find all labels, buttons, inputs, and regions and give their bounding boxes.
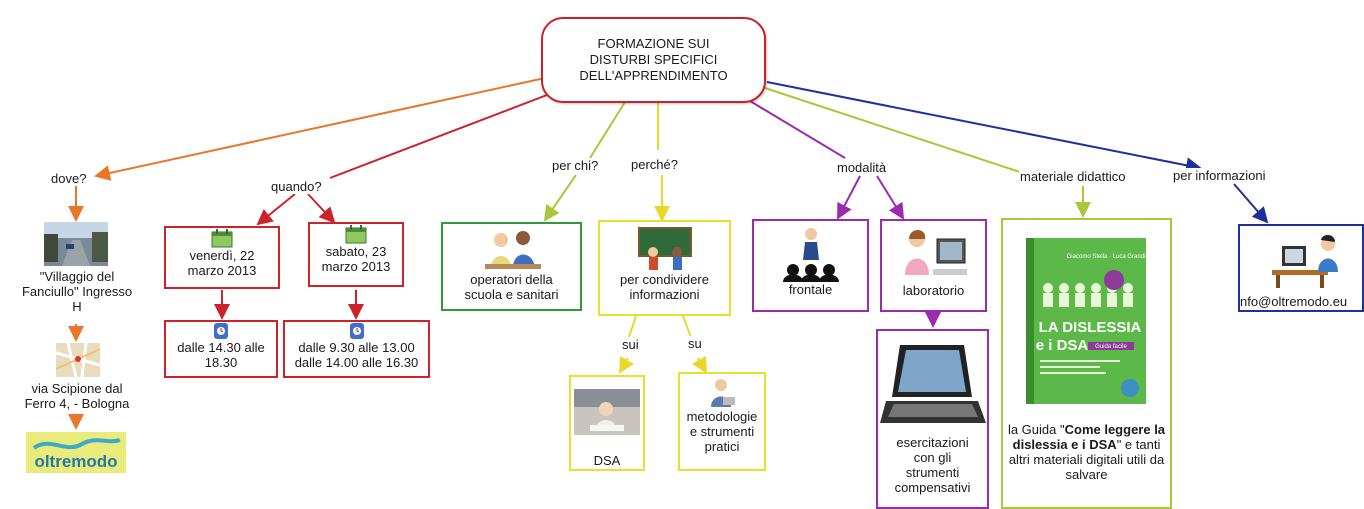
time-saturday-box: dalle 9.30 alle 13.00 dalle 14.00 alle 1… — [283, 320, 430, 378]
calendar-icon — [345, 225, 367, 244]
laptop-icon — [879, 345, 986, 423]
branch-dove: dove? — [50, 171, 88, 186]
perche-box: per condividere informazioni — [598, 220, 731, 316]
email-label: nfo@oltremodo.eu — [1240, 294, 1348, 309]
per-chi-box: operatori della scuola e sanitari — [441, 222, 582, 311]
time2-line-2: dalle 14.00 alle 16.30 — [294, 355, 419, 370]
date2-line-2: marzo 2013 — [321, 259, 391, 274]
guide-post: " e tanti altri materiali digitali utili… — [1008, 437, 1165, 482]
dsa-box: DSA — [569, 375, 645, 471]
esercitazioni-line-1: esercitazioni — [896, 435, 969, 450]
dsa-label: DSA — [593, 453, 621, 468]
info-box: nfo@oltremodo.eu — [1238, 224, 1364, 312]
address-line-2: Ferro 4, - Bologna — [24, 396, 130, 411]
perche-line-2: informazioni — [629, 287, 700, 302]
laboratorio-box: laboratorio — [880, 219, 987, 312]
per-chi-line-1: operatori della — [470, 272, 553, 287]
address-line-1: via Scipione dal — [31, 381, 123, 396]
esercitazioni-line-2: con gli — [913, 450, 952, 465]
esercitazioni-line-3: strumenti — [905, 465, 960, 480]
metodologie-line-3: pratici — [704, 439, 740, 454]
date-friday-box: venerdì, 22 marzo 2013 — [164, 226, 280, 289]
branch-info: per informazioni — [1172, 168, 1267, 183]
street-photo — [44, 222, 108, 266]
metodologie-line-1: metodologie — [686, 409, 758, 424]
root-topic: FORMAZIONE SUI DISTURBI SPECIFICI DELL'A… — [541, 17, 766, 103]
computer-user-illustration — [904, 230, 967, 275]
frontale-label: frontale — [788, 282, 833, 297]
root-line-1: FORMAZIONE SUI — [597, 36, 710, 51]
time1-line-2: 18.30 — [204, 355, 238, 370]
date1-line-2: marzo 2013 — [187, 263, 257, 278]
office-worker-illustration — [1272, 234, 1338, 288]
root-line-3: DELL'APPRENDIMENTO — [579, 68, 728, 83]
materiale-box: Giacomo Stella · Luca Grandi LA DISLESSI… — [1001, 218, 1172, 509]
branch-perche: perché? — [630, 157, 679, 172]
logo-text: oltremodo — [34, 452, 117, 471]
student-icon — [711, 379, 735, 407]
esercitazioni-box: esercitazioni con gli strumenti compensa… — [876, 329, 989, 509]
clock-icon — [214, 323, 228, 339]
date2-line-1: sabato, 23 — [325, 244, 387, 259]
frontale-box: frontale — [752, 219, 869, 312]
book-badge: Guida facile — [1095, 344, 1127, 350]
clock-icon — [349, 323, 364, 339]
metodologie-box: metodologie e strumenti pratici — [678, 372, 766, 471]
address-text: via Scipione dal Ferro 4, - Bologna — [14, 381, 140, 411]
metodologie-line-2: e strumenti — [689, 424, 755, 439]
place-text: "Villaggio del Fanciullo" Ingresso H — [18, 269, 136, 314]
root-line-2: DISTURBI SPECIFICI — [589, 52, 718, 67]
guide-bold: Come leggere la dislessia e i DSA — [1012, 422, 1166, 452]
teachers-illustration — [484, 231, 541, 269]
branch-quando: quando? — [270, 179, 323, 194]
book-title-line-1: LA DISLESSIA — [1038, 319, 1141, 336]
date-saturday-box: sabato, 23 marzo 2013 — [308, 222, 404, 287]
time2-line-1: dalle 9.30 alle 13.00 — [298, 340, 415, 355]
perche-line-1: per condividere — [620, 272, 709, 287]
place-line-1: "Villaggio del — [39, 269, 115, 284]
book-cover-image: Giacomo Stella · Luca Grandi LA DISLESSI… — [1025, 238, 1146, 404]
label-su: su — [687, 336, 703, 351]
guide-pre: la Guida " — [1007, 422, 1065, 437]
oltremodo-logo: oltremodo — [26, 432, 126, 473]
date1-line-1: venerdì, 22 — [189, 248, 255, 263]
branch-per-chi: per chi? — [551, 158, 600, 173]
lecture-illustration — [782, 228, 839, 282]
classroom-illustration — [637, 227, 692, 270]
calendar-icon — [211, 229, 233, 248]
guide-text: la Guida "Come leggere la dislessia e i … — [1003, 422, 1170, 482]
laboratorio-label: laboratorio — [902, 283, 965, 298]
time-friday-box: dalle 14.30 alle 18.30 — [164, 320, 278, 378]
place-line-2: Fanciullo" Ingresso — [21, 284, 133, 299]
child-reading-photo — [574, 389, 640, 435]
map-icon — [55, 342, 101, 378]
place-line-3: H — [72, 299, 82, 314]
book-title-line-2: e i DSA — [1035, 337, 1088, 354]
time1-line-1: dalle 14.30 alle — [177, 340, 265, 355]
book-author: Giacomo Stella · Luca Grandi — [1066, 254, 1145, 260]
per-chi-line-2: scuola e sanitari — [464, 287, 559, 302]
esercitazioni-line-4: compensativi — [894, 480, 971, 495]
branch-modalita: modalità — [836, 160, 888, 175]
branch-materiale: materiale didattico — [1019, 169, 1127, 184]
label-sui: sui — [621, 337, 640, 352]
